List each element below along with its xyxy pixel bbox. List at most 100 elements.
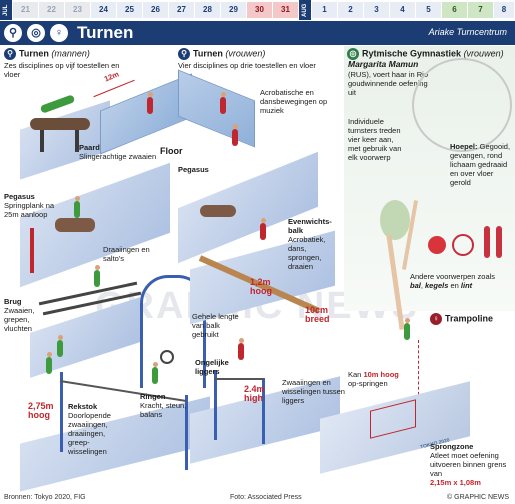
venue-label: Ariake Turncentrum (428, 27, 507, 37)
calendar-day: 23 (65, 2, 90, 18)
rhythmic-icon: ◎ (27, 24, 45, 42)
other-objects: Andere voorwerpen zoals bal, kegels en l… (410, 272, 496, 290)
calendar-day: 25 (117, 2, 142, 18)
jump-height-line (418, 340, 420, 400)
footer: Bronnen: Tokyo 2020, FIG Foto: Associate… (0, 492, 515, 504)
calendar-day: 29 (221, 2, 246, 18)
highbar-post (60, 372, 63, 452)
pommel-horse (30, 118, 90, 130)
gymnastics-men-icon: ⚲ (4, 48, 16, 60)
calendar-day: 6 (442, 2, 467, 18)
calendar-day: 28 (195, 2, 220, 18)
footer-copyright: © GRAPHIC NEWS (447, 494, 509, 501)
uneven-bar (214, 378, 264, 380)
gymnast-figure (258, 218, 268, 242)
vault-table (200, 205, 236, 217)
hoepel-desc: Hoepel: Gegooid, gevangen, rond lichaam … (450, 142, 511, 187)
liggers-post (262, 378, 265, 444)
hoop (412, 58, 512, 152)
gymnast-figure (236, 338, 246, 362)
calendar-day: 24 (91, 2, 116, 18)
calendar-day: 3 (364, 2, 389, 18)
athlete-desc: (RUS), voert haar in Rio goudwinnende oe… (348, 70, 429, 97)
gymnast-figure (44, 352, 54, 376)
footer-sources: Bronnen: Tokyo 2020, FIG (4, 494, 86, 501)
rings-frame (140, 275, 206, 388)
jump-note: Kan 10m hoog op-springen (348, 370, 399, 388)
gymnastics-women-icon: ⚲ (178, 48, 190, 60)
floor-mat-right (178, 69, 255, 148)
pommel-leg (75, 130, 79, 152)
women-intro: Vier disciplines op drie toestellen en v… (178, 61, 316, 70)
gymnast-figure (230, 124, 240, 148)
rhythmic-heading: ◎Rytmische Gymnastiek (vrouwen) (347, 48, 504, 60)
calendar-day: 4 (390, 2, 415, 18)
trampoline-section-icon: ♀ (430, 313, 442, 325)
dancer-figure (380, 200, 410, 240)
calendar-day: 2 (338, 2, 363, 18)
club-icon (496, 226, 502, 258)
gymnast-figure (218, 92, 228, 116)
ball-icon (428, 236, 446, 254)
gymnast-figure (145, 92, 155, 116)
liggers-desc: Zwaaiingen en wisselingen tussen liggers (282, 378, 345, 405)
liggers-label: Ongelijke liggers (195, 358, 229, 376)
calendar-day: 31 (273, 2, 298, 18)
men-intro: Zes disciplines op vijf toestellen en vl… (4, 61, 120, 79)
individual-note: Individuele turnsters treden vier keer a… (348, 117, 402, 162)
floor-label: Floor (160, 146, 183, 156)
balk-width: 10cm breed (305, 305, 330, 324)
draaiingen-label: Draaiingen en salto's (103, 245, 150, 263)
gymnast-figure (402, 318, 412, 342)
rhythmic-gymnastics-icon: ◎ (347, 48, 359, 60)
liggers-post (214, 370, 217, 440)
calendar-day: 27 (169, 2, 194, 18)
gymnast-figure (72, 196, 82, 220)
calendar-day: 1 (312, 2, 337, 18)
ribbon-icon (452, 234, 474, 256)
calendar-day: 22 (39, 2, 64, 18)
calendar-day: 7 (468, 2, 493, 18)
trampoline-icon: ♀ (50, 24, 68, 42)
month-aug: AUG (299, 0, 311, 20)
gymnast-figure (92, 265, 102, 289)
rekstok-height: 2,75m hoog (28, 401, 54, 420)
event-calendar: JUL 21 22 23 24 25 26 27 28 29 30 31 AUG… (0, 0, 515, 20)
gymnast-figure (150, 362, 160, 386)
calendar-day: 26 (143, 2, 168, 18)
pegasus-women-label: Pegasus (178, 165, 209, 174)
balk-length-note: Gehele lengte van balk gebruikt (192, 312, 239, 339)
vault-table (55, 218, 95, 232)
calendar-day: 5 (416, 2, 441, 18)
men-heading: ⚲Turnen (mannen) (4, 48, 90, 60)
calendar-day: 8 (494, 2, 514, 18)
balk-height: 1,2m hoog (250, 277, 272, 296)
gymnast-figure (55, 335, 65, 359)
gymnast-figure (39, 94, 76, 114)
month-jul: JUL (0, 0, 12, 20)
title-bar: ⚲ ◎ ♀ Turnen Ariake Turncentrum (0, 21, 515, 45)
liggers-height: 2.4m high (244, 384, 265, 403)
floor-desc: Acrobatische en dansbewegingen op muziek (260, 88, 328, 115)
calendar-day: 30 (247, 2, 272, 18)
page-title: Turnen (77, 23, 134, 42)
highbar-post (185, 395, 188, 470)
pommel-leg (40, 130, 44, 152)
ring (160, 350, 174, 364)
floor-dimension-line (93, 79, 135, 98)
calendar-day: 21 (13, 2, 38, 18)
gymnastics-icon: ⚲ (4, 24, 22, 42)
trampoline-heading: ♀Trampoline (430, 313, 493, 325)
club-icon (484, 226, 490, 258)
women-heading: ⚲Turnen (vrouwen) (178, 48, 265, 60)
footer-photo: Foto: Associated Press (230, 494, 302, 501)
vault-arrow (30, 228, 34, 273)
athlete-name: Margarita Mamun (348, 59, 419, 69)
